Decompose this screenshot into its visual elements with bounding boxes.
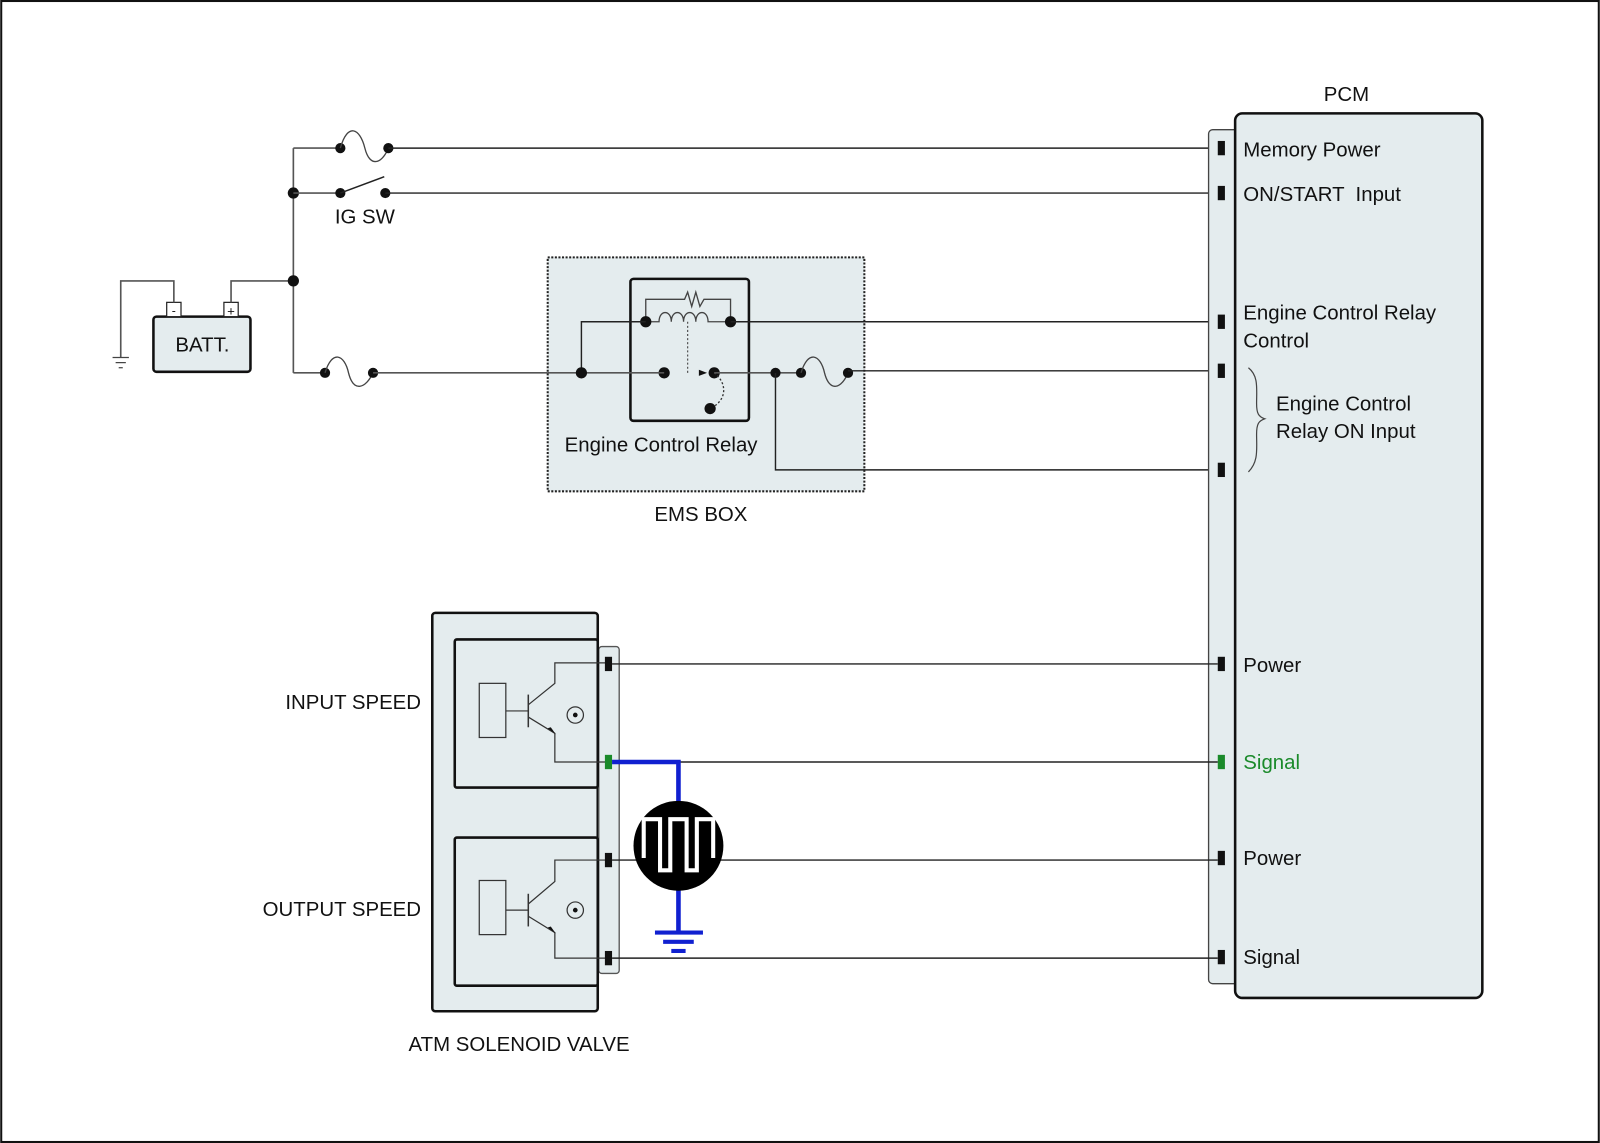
battery-positive-sign: + <box>227 304 235 319</box>
ignition-switch-icon <box>340 175 385 194</box>
pin-label-power-2: Power <box>1243 848 1301 870</box>
contact-arrow-icon <box>698 369 708 376</box>
relay-swing <box>709 372 725 410</box>
pcm-pin <box>1217 949 1225 965</box>
fuse-terminal <box>842 367 854 378</box>
battery: - + BATT. <box>152 301 252 374</box>
pin-label-relay-control: Engine Control Relay <box>1243 303 1437 325</box>
fuse-icon <box>339 130 389 163</box>
pcm-pin <box>1217 656 1225 672</box>
atm-pin <box>604 656 613 672</box>
atm-solenoid-valve: INPUT SPEED OUTPUT SPEED ATM SOLENOID VA… <box>263 611 630 1056</box>
junction <box>287 275 299 287</box>
input-speed-label: INPUT SPEED <box>285 692 421 714</box>
atm-pin <box>604 852 613 868</box>
pcm-pin <box>1217 140 1225 156</box>
brace-icon <box>1247 367 1267 473</box>
pin-label-memory-power: Memory Power <box>1243 139 1380 161</box>
probe-wire <box>612 759 681 807</box>
atm-solenoid-label: ATM SOLENOID VALVE <box>409 1034 630 1056</box>
relay-on-input-wire-2 <box>774 372 1218 471</box>
pin-label-relay-on-2: Relay ON Input <box>1276 421 1416 443</box>
junction <box>575 367 588 379</box>
pcm-body <box>1233 112 1484 1000</box>
wire <box>580 321 646 373</box>
atm-pin-signal-highlight <box>604 754 613 770</box>
pcm-pin <box>1217 462 1225 478</box>
pin-label-on-start: ON/START Input <box>1243 184 1401 206</box>
pcm-pin <box>1217 850 1225 866</box>
pcm-label: PCM <box>1324 84 1369 106</box>
ignition-switch-label: IG SW <box>335 207 396 229</box>
pin-label-relay-on: Engine Control <box>1276 394 1411 416</box>
output-speed-label: OUTPUT SPEED <box>263 899 421 921</box>
square-wave-signal-icon <box>633 800 724 891</box>
ems-box-label: EMS BOX <box>654 504 747 526</box>
output-speed-sensor <box>453 836 609 987</box>
engine-control-relay: Engine Control Relay <box>565 277 759 456</box>
atm-connector <box>598 645 620 975</box>
fuse-icon <box>800 356 849 387</box>
pin-label-power-1: Power <box>1243 655 1301 677</box>
pin-label-signal-2: Signal <box>1243 947 1300 969</box>
atm-pin <box>604 950 613 966</box>
pin-label-relay-control-2: Control <box>1243 330 1309 352</box>
battery-positive-wire <box>230 280 294 303</box>
pcm-pin <box>1217 185 1225 201</box>
ground-wire <box>119 280 175 358</box>
pin-label-signal-1: Signal <box>1243 752 1300 774</box>
relay-label: Engine Control Relay <box>565 434 759 456</box>
relay-contact <box>704 402 716 415</box>
hall-sensor-icon <box>566 706 585 724</box>
pcm-pin <box>1217 363 1225 378</box>
ground-icon <box>112 356 129 369</box>
pcm: PCM Memory Power ON/START Input Engine C… <box>1207 84 1484 1000</box>
battery-label: BATT. <box>175 334 229 356</box>
resistor-icon <box>645 289 732 322</box>
pcm-pin <box>1217 314 1225 329</box>
pcm-pin-signal-highlight <box>1217 754 1225 770</box>
hall-sensor-icon <box>566 901 585 919</box>
battery-negative-sign: - <box>172 304 176 318</box>
probe-ground-icon <box>654 930 703 954</box>
fuse-icon <box>324 356 374 387</box>
coil-icon <box>645 311 731 323</box>
input-speed-sensor <box>453 638 609 789</box>
